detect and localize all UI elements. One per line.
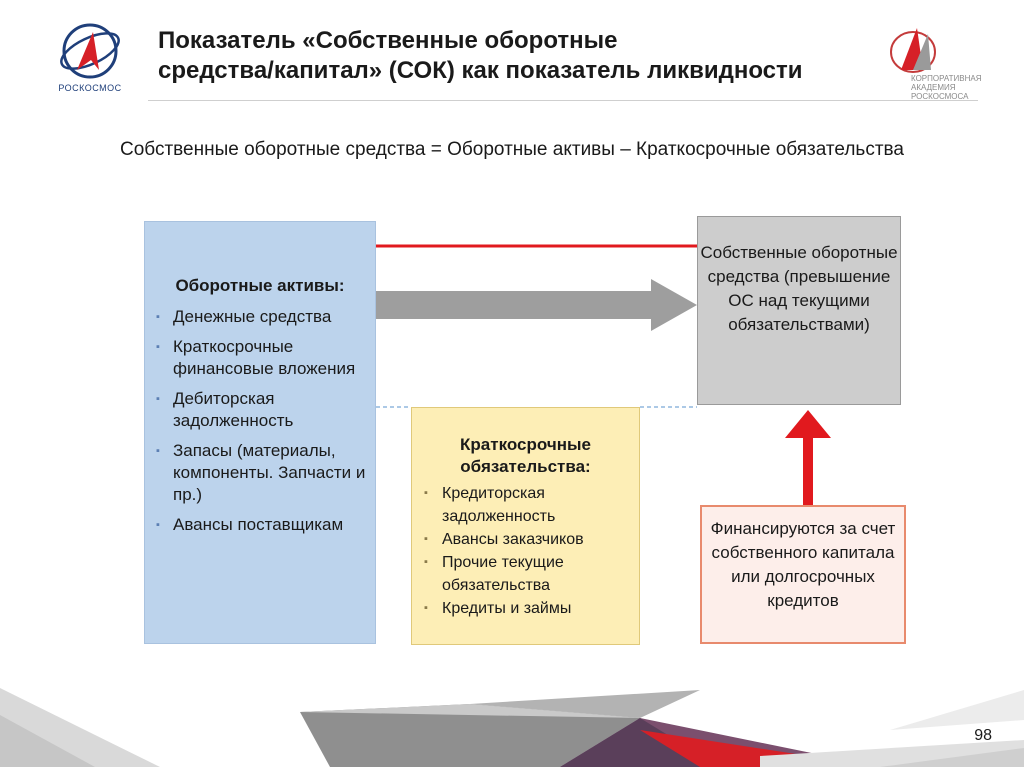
bullet-icon: ▪ bbox=[156, 445, 160, 457]
gray-right-arrow bbox=[376, 279, 697, 331]
own-working-capital-box: Собственные оборотные средства (превышен… bbox=[697, 216, 901, 405]
title-line-2: средства/капитал» (СОК) как показатель л… bbox=[158, 57, 803, 84]
list-item: ▪Краткосрочные финансовые вложения bbox=[156, 337, 356, 378]
logo-caption: РОСКОСМОС bbox=[58, 83, 122, 93]
bullet-icon: ▪ bbox=[424, 487, 428, 499]
roscosmos-logo: РОСКОСМОС bbox=[55, 20, 125, 102]
page-title: Показатель «Собственные оборотные средст… bbox=[158, 26, 918, 86]
own-working-capital-text: Собственные оборотные средства (превышен… bbox=[700, 243, 898, 334]
financing-box: Финансируются за счет собственного капит… bbox=[700, 505, 906, 644]
financing-text: Финансируются за счет собственного капит… bbox=[710, 519, 896, 610]
list-item: ▪Запасы (материалы, компоненты. Запчасти… bbox=[156, 441, 366, 504]
bullet-icon: ▪ bbox=[156, 519, 160, 531]
bullet-icon: ▪ bbox=[424, 533, 428, 545]
bullet-icon: ▪ bbox=[156, 393, 160, 405]
formula: Собственные оборотные средства = Оборотн… bbox=[120, 139, 904, 160]
current-assets-list: ▪Денежные средства ▪Краткосрочные финанс… bbox=[145, 306, 375, 544]
short-term-liabilities-heading: Краткосрочные обязательства: bbox=[460, 435, 591, 476]
academy-emblem-icon bbox=[890, 28, 936, 73]
current-assets-heading: Оборотные активы: bbox=[175, 276, 345, 295]
short-term-liabilities-box: Краткосрочные обязательства: ▪Кредиторск… bbox=[411, 407, 640, 645]
title-line-1: Показатель «Собственные оборотные bbox=[158, 27, 618, 54]
current-assets-box: Оборотные активы: ▪Денежные средства ▪Кр… bbox=[144, 221, 376, 644]
logo-caption-academy: КОРПОРАТИВНАЯ АКАДЕМИЯ РОСКОСМОСА bbox=[911, 74, 982, 101]
bullet-icon: ▪ bbox=[156, 311, 160, 323]
academy-logo: КОРПОРАТИВНАЯ АКАДЕМИЯ РОСКОСМОСА bbox=[883, 20, 993, 101]
roscosmos-emblem-icon bbox=[60, 23, 120, 79]
list-item: ▪Кредиты и займы bbox=[412, 597, 638, 620]
bullet-icon: ▪ bbox=[424, 556, 428, 568]
short-term-liabilities-list: ▪Кредиторская задолженность ▪Авансы зака… bbox=[412, 482, 638, 620]
bullet-icon: ▪ bbox=[156, 341, 160, 353]
list-item: ▪Авансы заказчиков bbox=[412, 528, 638, 551]
bullet-icon: ▪ bbox=[424, 602, 428, 614]
footer-decoration bbox=[0, 688, 1024, 767]
list-item: ▪Кредиторская задолженность bbox=[412, 482, 638, 528]
page-number: 98 bbox=[974, 727, 992, 744]
header-divider bbox=[148, 100, 978, 101]
list-item: ▪Прочие текущие обязательства bbox=[412, 551, 638, 597]
list-item: ▪Дебиторская задолженность bbox=[156, 389, 294, 430]
list-item: ▪Авансы поставщикам bbox=[156, 515, 344, 534]
list-item: ▪Денежные средства bbox=[156, 307, 332, 326]
red-up-arrow bbox=[785, 410, 831, 505]
